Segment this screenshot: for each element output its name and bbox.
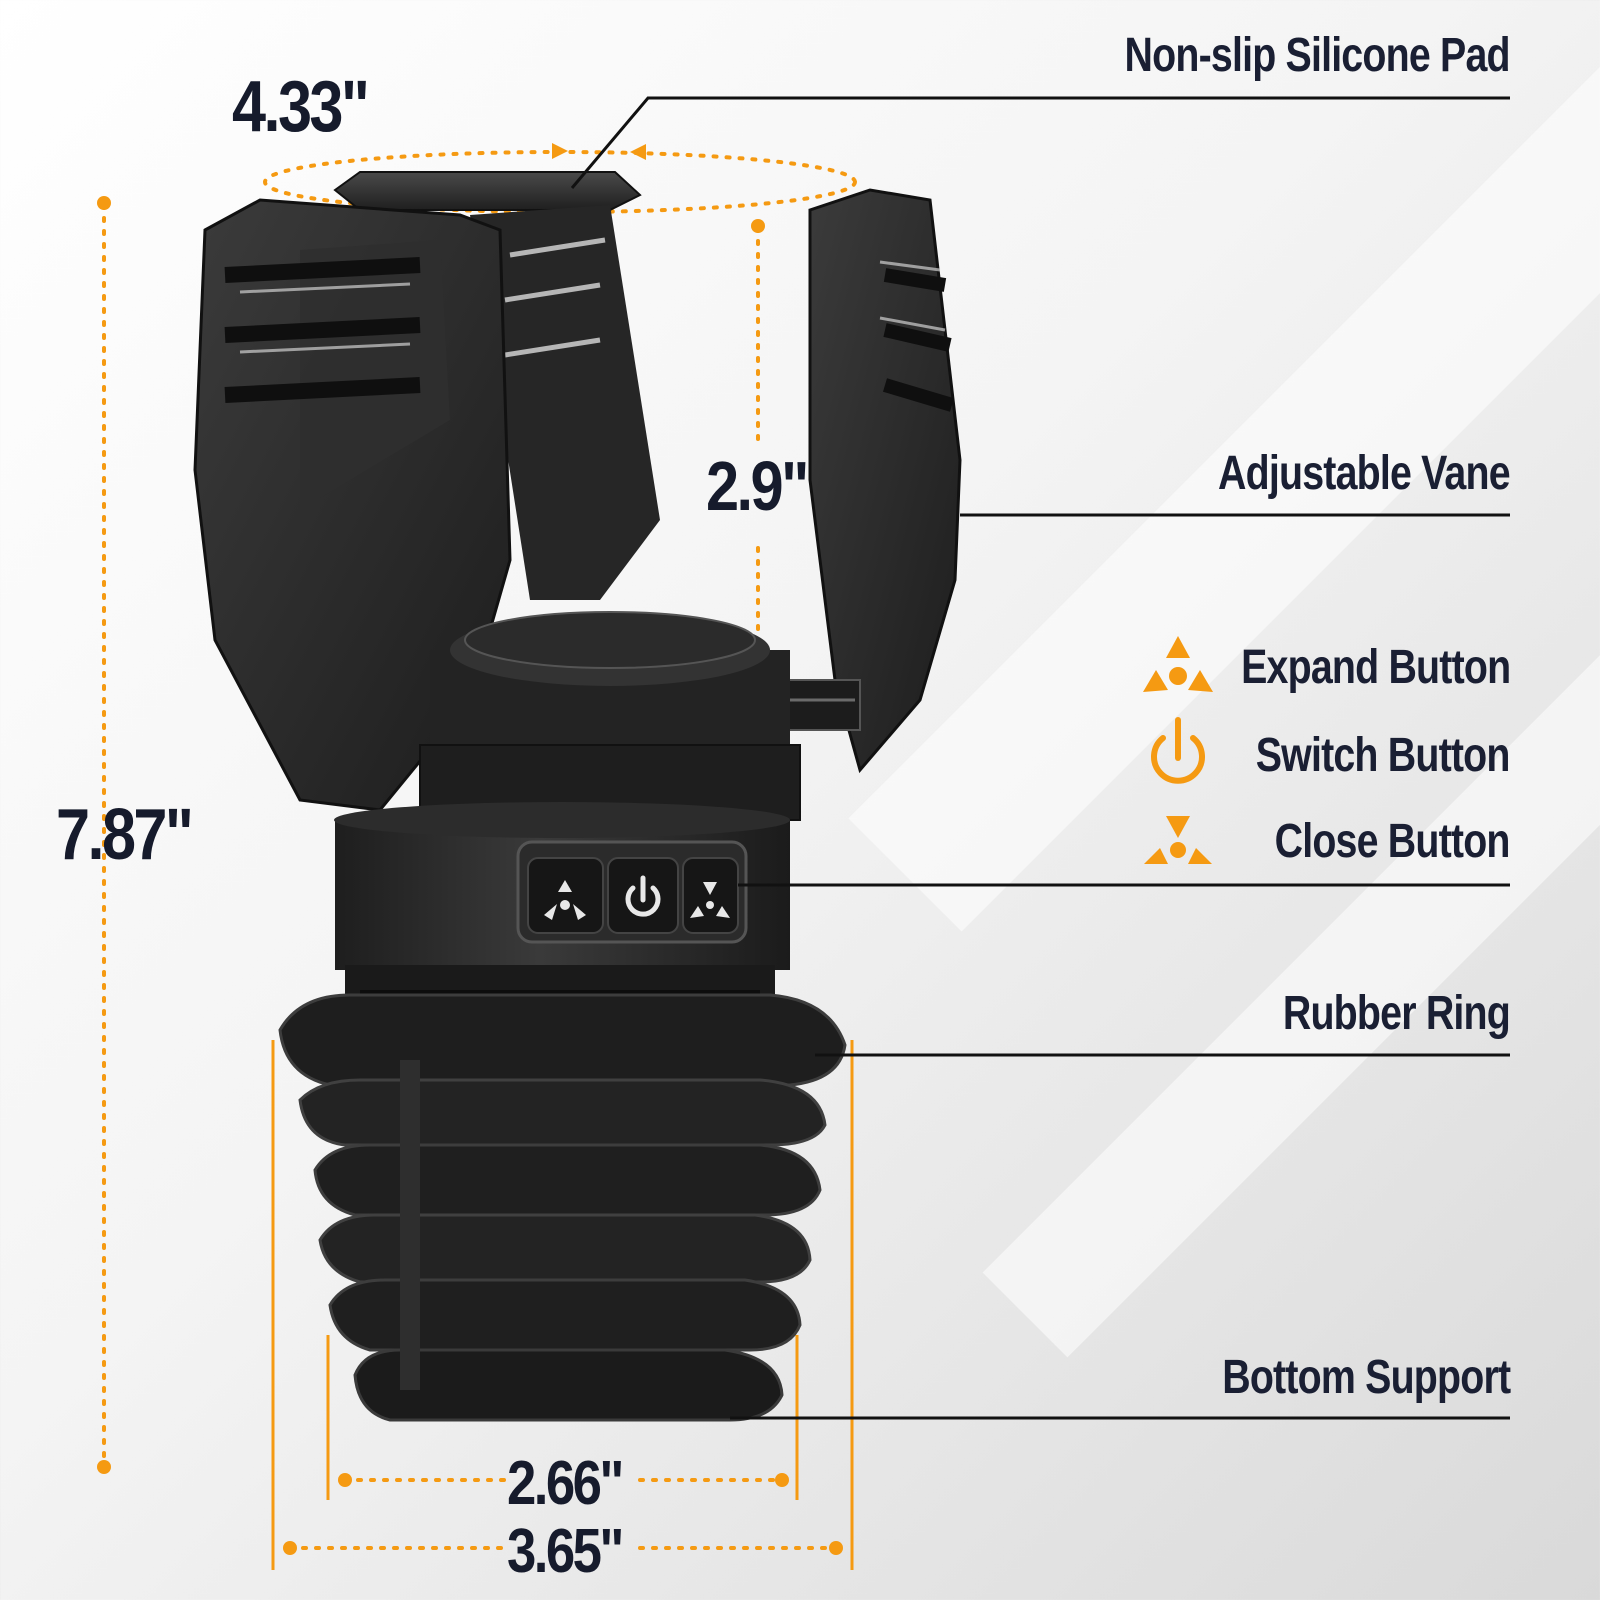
outer-base-width-label: 3.65" xyxy=(507,1517,624,1586)
switch-button-label: Switch Button xyxy=(1256,729,1511,782)
base-rings xyxy=(278,993,847,1422)
bottom-support-label: Bottom Support xyxy=(1221,1351,1511,1404)
rubber-ring-label: Rubber Ring xyxy=(1282,987,1511,1040)
top-width-label: 4.33" xyxy=(232,67,370,147)
close-button-label: Close Button xyxy=(1274,815,1511,868)
adjustable-vane-label: Adjustable Vane xyxy=(1218,447,1511,500)
inner-base-width-label: 2.66" xyxy=(507,1449,624,1518)
total-height-dimension-line xyxy=(97,196,111,1474)
expand-button-label: Expand Button xyxy=(1240,641,1511,694)
power-icon xyxy=(1151,717,1205,784)
vane-height-label: 2.9" xyxy=(706,447,809,525)
silicone-pad-leader xyxy=(570,96,1510,189)
total-height-label: 7.87" xyxy=(56,795,194,875)
inner-base-width-dimension xyxy=(326,1335,799,1500)
silicone-pad-label: Non-slip Silicone Pad xyxy=(1124,29,1511,82)
close-icon xyxy=(1144,816,1212,864)
expand-icon xyxy=(1143,636,1213,692)
outer-base-width-dimension xyxy=(271,1040,854,1570)
